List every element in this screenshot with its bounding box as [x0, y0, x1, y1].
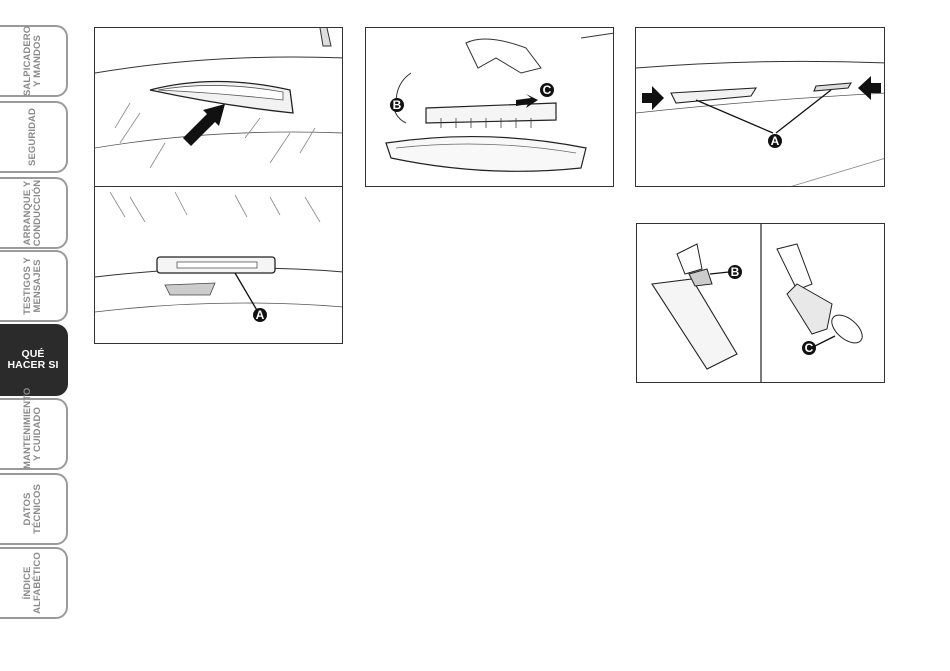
- tab-que-hacer-si[interactable]: QUÉ HACER SI: [0, 324, 68, 396]
- callout-label: B: [393, 98, 402, 112]
- figure-bulb-replacement: B C: [636, 223, 885, 383]
- tab-datos-tecnicos[interactable]: DATOS TÉCNICOS: [0, 473, 68, 545]
- tab-indice[interactable]: ÍNDICE ALFABÉTICO: [0, 547, 68, 619]
- tab-salpicadero[interactable]: SALPICADERO Y MANDOS: [0, 25, 68, 97]
- tab-label: SEGURIDAD: [28, 102, 38, 172]
- tab-label: SALPICADERO Y MANDOS: [23, 26, 43, 96]
- tab-arranque[interactable]: ARRANQUE Y CONDUCCIÓN: [0, 177, 68, 249]
- tab-label: TESTIGOS Y MENSAJES: [23, 251, 43, 321]
- callout-label: A: [771, 134, 780, 148]
- tab-mantenimiento[interactable]: MANTENIMIENTO Y CUIDADO: [0, 398, 68, 470]
- tab-label: DATOS TÉCNICOS: [23, 474, 43, 544]
- callout-label: A: [256, 308, 265, 322]
- callout-label: C: [543, 83, 552, 97]
- callout-label: C: [805, 341, 814, 355]
- figure-brake-light-push: [94, 27, 343, 187]
- tab-seguridad[interactable]: SEGURIDAD: [0, 101, 68, 173]
- tab-label: ÍNDICE ALFABÉTICO: [23, 548, 43, 618]
- tab-label: QUÉ HACER SI: [0, 349, 68, 371]
- figure-brake-light-installed: A: [94, 186, 343, 344]
- figure-plate-lights: A: [635, 27, 885, 187]
- tab-label: ARRANQUE Y CONDUCCIÓN: [23, 178, 43, 248]
- tab-testigos[interactable]: TESTIGOS Y MENSAJES: [0, 250, 68, 322]
- tab-label: MANTENIMIENTO Y CUIDADO: [23, 399, 43, 469]
- figure-brake-light-disassembled: B C: [365, 27, 614, 187]
- callout-label: B: [731, 265, 740, 279]
